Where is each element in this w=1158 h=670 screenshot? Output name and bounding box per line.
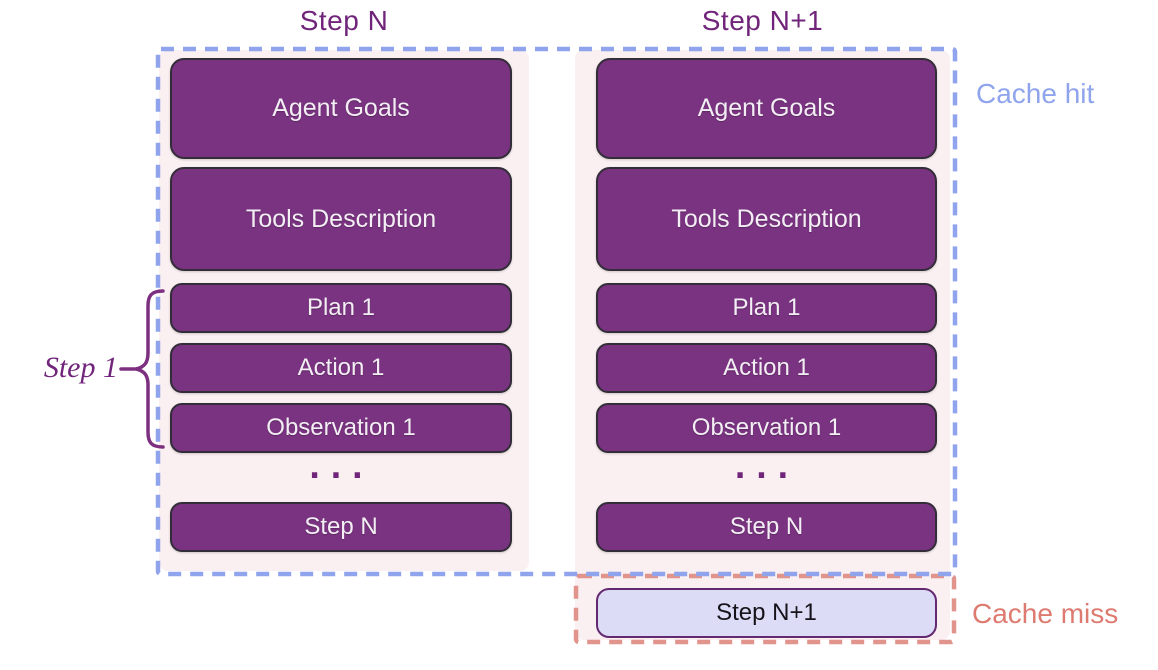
box-tools-description-left: Tools Description [170, 167, 512, 271]
ellipsis-left: ... [308, 451, 374, 486]
column-title-step-n: Step N [299, 5, 389, 36]
box-plan-1-right: Plan 1 [596, 283, 937, 333]
ellipsis-right: ... [734, 451, 799, 486]
box-agent-goals-right: Agent Goals [596, 58, 937, 159]
box-step-n-plus-1-new: Step N+1 [596, 588, 937, 638]
box-observation-1-right: Observation 1 [596, 403, 937, 453]
cache-hit-label: Cache hit [976, 78, 1095, 109]
box-observation-1-left: Observation 1 [170, 403, 512, 453]
box-step-n-right: Step N [596, 502, 937, 552]
box-action-1-left: Action 1 [170, 343, 512, 393]
column-title-step-n1: Step N+1 [701, 5, 824, 36]
box-step-n-left: Step N [170, 502, 512, 552]
box-plan-1-left: Plan 1 [170, 283, 512, 333]
step-1-label: Step 1 [43, 351, 118, 384]
box-tools-description-right: Tools Description [596, 167, 937, 271]
box-action-1-right: Action 1 [596, 343, 937, 393]
cache-miss-label: Cache miss [972, 598, 1119, 629]
box-agent-goals-left: Agent Goals [170, 58, 512, 159]
